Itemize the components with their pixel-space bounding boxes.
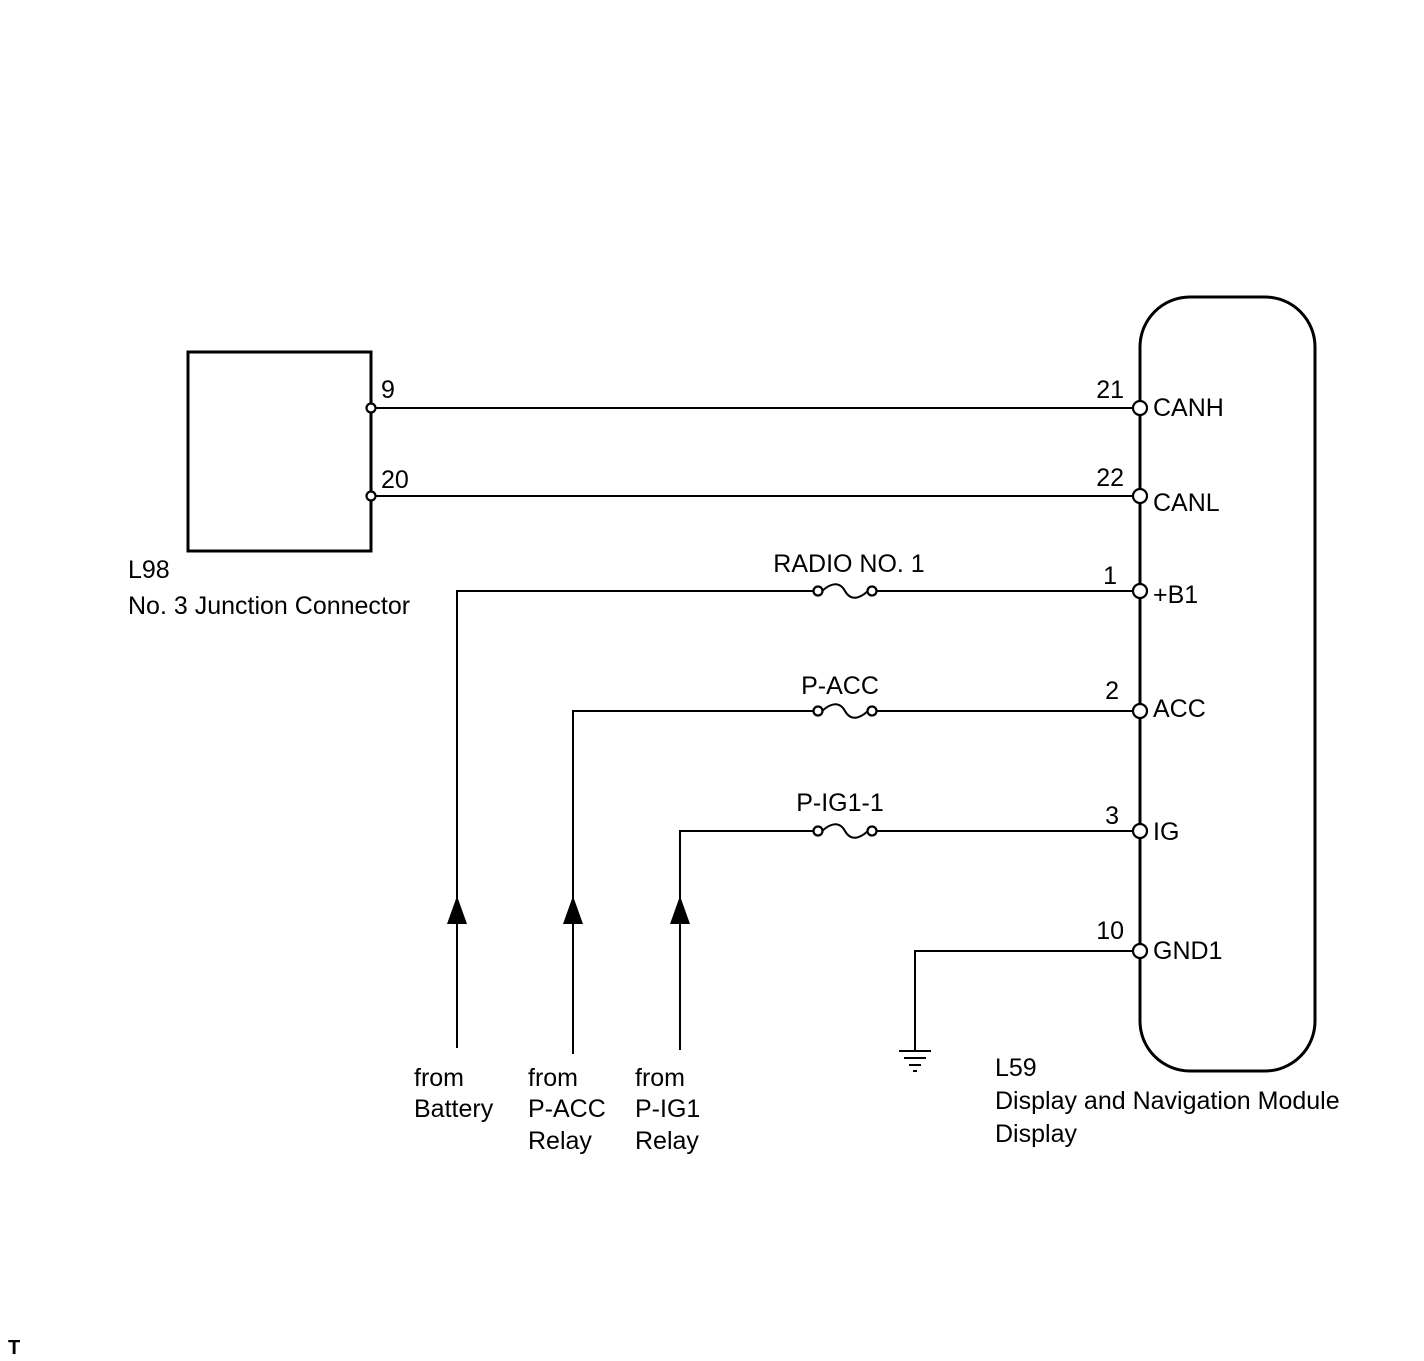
source-pacc-line1: from: [528, 1064, 578, 1092]
b1-wire: [456, 590, 1140, 1048]
fuse-radio-label: RADIO NO. 1: [773, 550, 924, 578]
module-pin-1-label: 1: [1103, 562, 1117, 590]
pacc-fuse-right-terminal: [866, 705, 878, 717]
module-name-line2: Display: [995, 1120, 1077, 1148]
module-pin-22-label: 22: [1096, 464, 1124, 492]
jc-name-label: No. 3 Junction Connector: [128, 592, 410, 620]
source-pig1-line1: from: [635, 1064, 685, 1092]
module-name-line1: Display and Navigation Module: [995, 1087, 1340, 1115]
junction-connector-box: [186, 350, 373, 553]
gnd-wire: [914, 950, 1140, 1050]
module-signal-b1: +B1: [1153, 581, 1198, 609]
module-terminal-gnd1: [1131, 942, 1149, 960]
pacc-fuse-left-terminal: [812, 705, 824, 717]
module-terminal-canl: [1131, 487, 1149, 505]
jc-pin-9-label: 9: [381, 376, 395, 404]
fuse-pacc-label: P-ACC: [801, 672, 879, 700]
pacc-fuse-symbol: [821, 703, 869, 719]
module-signal-acc: ACC: [1153, 695, 1206, 723]
radio-fuse-left-terminal: [812, 585, 824, 597]
jc-terminal-20: [365, 490, 377, 502]
radio-fuse-symbol: [821, 583, 869, 599]
ground-icon: [899, 1050, 931, 1072]
module-pin-10-label: 10: [1096, 917, 1124, 945]
module-body: [1138, 295, 1317, 1073]
module-terminal-b1: [1131, 582, 1149, 600]
battery-arrow-icon: [447, 896, 467, 924]
pacc-relay-arrow-icon: [563, 896, 583, 924]
source-pacc-line3: Relay: [528, 1127, 592, 1155]
module-terminal-ig: [1131, 822, 1149, 840]
module-terminal-acc: [1131, 702, 1149, 720]
module-pin-21-label: 21: [1096, 376, 1124, 404]
jc-terminal-9: [365, 402, 377, 414]
module-pin-3-label: 3: [1105, 802, 1119, 830]
pig1-fuse-symbol: [821, 823, 869, 839]
ig-wire: [679, 830, 1140, 1050]
module-signal-canl: CANL: [1153, 489, 1220, 517]
module-terminal-canh: [1131, 399, 1149, 417]
module-signal-canh: CANH: [1153, 394, 1224, 422]
radio-fuse-right-terminal: [866, 585, 878, 597]
pig1-relay-arrow-icon: [670, 896, 690, 924]
source-pacc-line2: P-ACC: [528, 1095, 606, 1123]
source-pig1-line3: Relay: [635, 1127, 699, 1155]
pig1-fuse-right-terminal: [866, 825, 878, 837]
module-signal-ig: IG: [1153, 818, 1179, 846]
corner-mark: T: [8, 1337, 20, 1359]
module-signal-gnd1: GND1: [1153, 937, 1222, 965]
module-code-label: L59: [995, 1054, 1037, 1082]
source-pig1-line2: P-IG1: [635, 1095, 700, 1123]
fuse-pig1-label: P-IG1-1: [796, 789, 884, 817]
module-pin-2-label: 2: [1105, 677, 1119, 705]
jc-code-label: L98: [128, 556, 170, 584]
source-battery-line1: from: [414, 1064, 464, 1092]
pig1-fuse-left-terminal: [812, 825, 824, 837]
jc-pin-20-label: 20: [381, 466, 409, 494]
source-battery-line2: Battery: [414, 1095, 494, 1123]
acc-wire: [572, 710, 1140, 1054]
